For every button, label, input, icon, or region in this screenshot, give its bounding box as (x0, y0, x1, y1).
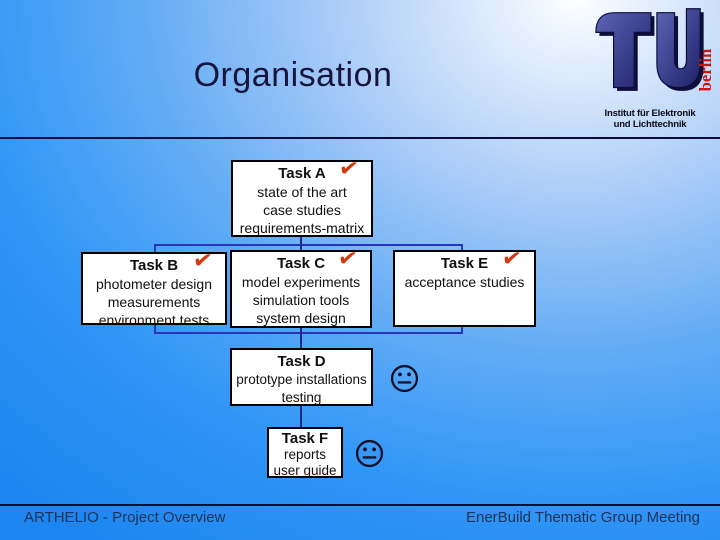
neutral-face-icon (355, 439, 384, 468)
task-e-line: acceptance studies (404, 274, 525, 290)
task-b-line: photometer design (96, 276, 212, 292)
neutral-face-icon (390, 364, 419, 393)
task-b-title: Task B (129, 257, 179, 274)
logo-caption: Institut für Elektronik und Lichttechnik (584, 108, 716, 130)
task-d-line: testing (281, 390, 322, 405)
tu-logo-icon: berlin (595, 8, 712, 91)
checkmark-icon: ✔ (500, 250, 523, 273)
task-f-title: Task F (281, 430, 329, 447)
logo-caption-line2: und Lichttechnik (613, 119, 687, 130)
task-a-line: requirements-matrix (239, 220, 365, 236)
task-d-line: prototype installations (236, 372, 367, 387)
task-box-c: ✔ Task C model experiments simulation to… (230, 250, 372, 328)
task-box-a: ✔ Task A state of the art case studies r… (231, 160, 373, 237)
logo-caption-line1: Institut für Elektronik (604, 108, 696, 119)
task-a-title: Task A (278, 165, 326, 182)
task-e-title: Task E (440, 255, 489, 272)
task-f-line: reports (283, 447, 327, 462)
task-d-title: Task D (277, 353, 326, 370)
page-title: Organisation (193, 56, 393, 94)
footer-divider (0, 504, 720, 506)
task-box-d: Task D prototype installations testing (230, 348, 373, 406)
task-b-line: environment tests (98, 312, 210, 325)
task-c-title: Task C (276, 255, 326, 272)
footer-left-text: ARTHELIO - Project Overview (24, 509, 226, 526)
header-divider (0, 137, 720, 139)
checkmark-icon: ✔ (336, 250, 359, 273)
connector-c-to-d (300, 327, 302, 349)
connector-d-to-f (300, 405, 302, 428)
tu-berlin-logo: berlin Institut für Elektronik und Licht… (584, 6, 716, 134)
task-f-line: user guide (273, 463, 337, 478)
footer-right-text: EnerBuild Thematic Group Meeting (465, 509, 700, 526)
task-box-f: Task F reports user guide (267, 427, 343, 478)
task-box-b: ✔ Task B photometer design measurements … (81, 252, 227, 325)
task-box-e: ✔ Task E acceptance studies (393, 250, 536, 327)
task-c-line: system design (256, 310, 346, 326)
task-c-line: model experiments (241, 274, 361, 290)
berlin-label: berlin (696, 48, 712, 91)
task-c-line: simulation tools (252, 292, 350, 308)
checkmark-icon: ✔ (337, 160, 360, 183)
task-a-line: state of the art (257, 184, 347, 200)
task-a-line: case studies (263, 202, 341, 218)
task-b-line: measurements (107, 294, 201, 310)
connector-a-to-row (300, 236, 302, 252)
checkmark-icon: ✔ (191, 252, 214, 275)
